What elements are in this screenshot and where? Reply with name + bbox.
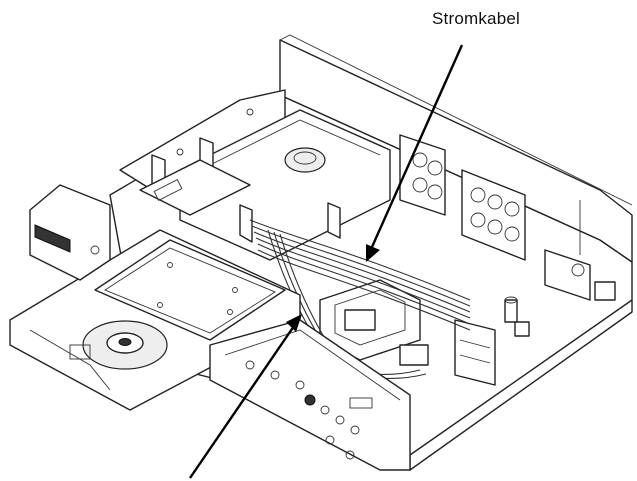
mounting-tabs [139,137,341,243]
power-cable-arrowhead [366,244,380,262]
power-cable-label: Stromkabel [432,9,520,28]
lower-callout-arrow [189,325,295,479]
callout-arrows [189,44,464,479]
rear-connectors [399,134,616,301]
side-board [29,184,111,281]
lower-callout-arrowhead [286,314,302,332]
rear-panel [279,34,633,263]
power-cable-arrow [370,44,464,248]
